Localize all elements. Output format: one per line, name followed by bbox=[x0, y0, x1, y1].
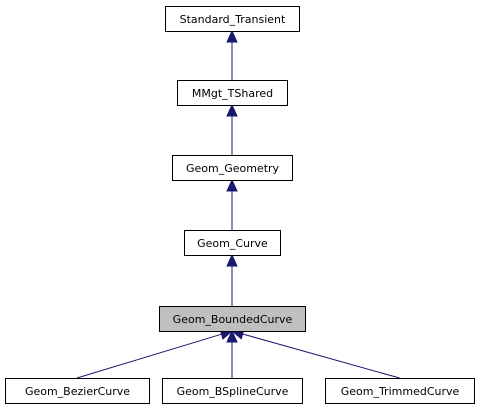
node-box bbox=[325, 378, 475, 404]
node-label: Geom_Geometry bbox=[186, 162, 280, 175]
class-node-geom-boundedcurve: Geom_BoundedCurve bbox=[159, 306, 306, 332]
edge-geom_trimmedcurve-to-geom_boundedcurve bbox=[242, 333, 400, 379]
node-label: Geom_Curve bbox=[197, 237, 268, 250]
class-node-geom-geometry[interactable]: Geom_Geometry bbox=[172, 155, 293, 181]
node-box bbox=[162, 378, 303, 404]
arrowhead-mmgt_tshared-to-standard_transient bbox=[226, 29, 238, 43]
class-node-geom-curve[interactable]: Geom_Curve bbox=[184, 230, 281, 256]
node-label: Geom_TrimmedCurve bbox=[341, 385, 460, 398]
node-label: Geom_BoundedCurve bbox=[173, 313, 293, 326]
arrowhead-geom_boundedcurve-to-geom_curve bbox=[226, 253, 238, 267]
node-label: Standard_Transient bbox=[180, 13, 286, 26]
arrowhead-geom_geometry-to-mmgt_tshared bbox=[226, 103, 238, 117]
class-node-geom-trimmedcurve[interactable]: Geom_TrimmedCurve bbox=[325, 378, 475, 404]
class-node-mmgt-tshared[interactable]: MMgt_TShared bbox=[177, 80, 288, 106]
class-node-geom-beziercurve[interactable]: Geom_BezierCurve bbox=[5, 378, 150, 404]
node-box bbox=[159, 306, 306, 332]
node-box bbox=[177, 80, 288, 106]
arrowhead-geom_curve-to-geom_geometry bbox=[226, 178, 238, 192]
node-label: Geom_BezierCurve bbox=[25, 385, 130, 398]
class-node-geom-bsplinecurve[interactable]: Geom_BSplineCurve bbox=[162, 378, 303, 404]
node-box bbox=[184, 230, 281, 256]
node-box bbox=[165, 6, 300, 32]
edge-geom_beziercurve-to-geom_boundedcurve bbox=[76, 333, 222, 379]
nodes-layer: Standard_TransientMMgt_TSharedGeom_Geome… bbox=[5, 6, 475, 404]
node-box bbox=[5, 378, 150, 404]
arrowhead-geom_bsplinecurve-to-geom_boundedcurve bbox=[226, 329, 238, 343]
node-label: MMgt_TShared bbox=[192, 87, 273, 100]
node-box bbox=[172, 155, 293, 181]
node-label: Geom_BSplineCurve bbox=[177, 385, 289, 398]
class-node-standard-transient[interactable]: Standard_Transient bbox=[165, 6, 300, 32]
